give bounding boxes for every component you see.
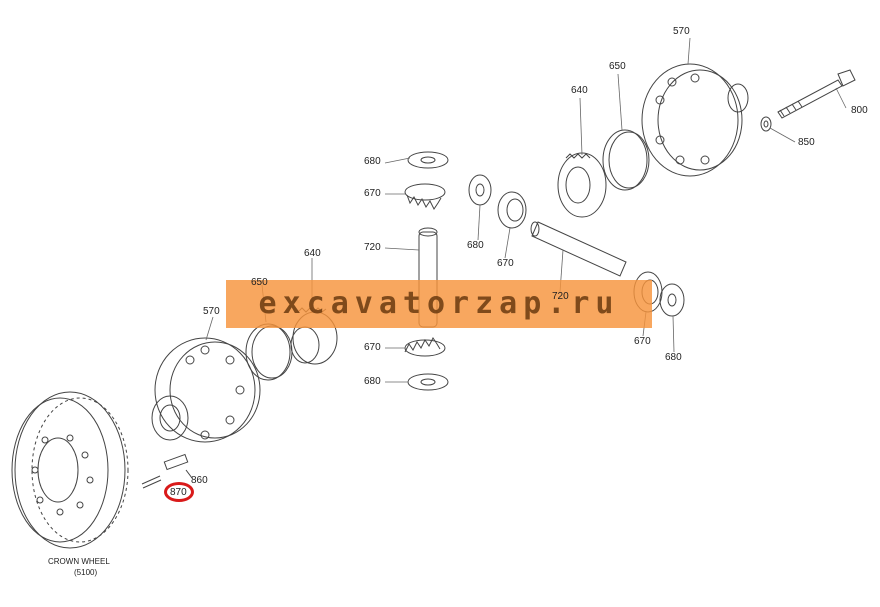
pinion-670-mid-part	[497, 191, 527, 229]
washer-850-part	[760, 116, 772, 132]
thrust-washer-680-upper-part	[407, 151, 449, 169]
label-650-lower: 650	[251, 277, 268, 288]
label-570-top: 570	[673, 26, 690, 37]
label-640-lower: 640	[304, 248, 321, 259]
side-gear-640-upper-part	[557, 152, 607, 218]
label-860: 860	[191, 475, 208, 486]
caption-part-number: (5100)	[74, 568, 98, 577]
label-680-mid: 680	[467, 240, 484, 251]
highlight-ring	[164, 482, 194, 502]
label-570-lower: 570	[203, 306, 220, 317]
bolt-800-part	[777, 69, 856, 119]
pinion-670-upper-part	[404, 183, 446, 210]
pin-860-part	[163, 453, 189, 471]
label-670-lower: 670	[364, 342, 381, 353]
label-680-right: 680	[665, 352, 682, 363]
label-640-top: 640	[571, 85, 588, 96]
pin-870-part	[141, 475, 162, 489]
shaft-720-diagonal-part	[530, 221, 627, 277]
crown-wheel-part	[11, 391, 129, 549]
thrust-washer-680-right-part	[659, 283, 685, 317]
label-670-upper: 670	[364, 188, 381, 199]
thrust-washer-680-mid-part	[468, 174, 492, 206]
thrust-washer-680-lower-part	[407, 373, 449, 391]
watermark-text: excavatorzap.ru	[258, 286, 620, 321]
label-680-lower: 680	[364, 376, 381, 387]
pinion-670-lower-part	[404, 337, 446, 357]
watermark-band	[226, 280, 652, 328]
label-680-upper: 680	[364, 156, 381, 167]
washer-650-upper-part	[602, 129, 650, 191]
label-720-diagonal: 720	[552, 291, 569, 302]
label-670-mid: 670	[497, 258, 514, 269]
washer-650-lower-part	[245, 323, 293, 381]
diff-housing-upper-part	[641, 63, 749, 177]
label-720-vertical: 720	[364, 242, 381, 253]
label-670-right: 670	[634, 336, 651, 347]
caption-crown-wheel: CROWN WHEEL	[48, 557, 110, 566]
label-650-top: 650	[609, 61, 626, 72]
label-800: 800	[851, 105, 868, 116]
diff-housing-lower-part	[151, 337, 261, 443]
label-850: 850	[798, 137, 815, 148]
